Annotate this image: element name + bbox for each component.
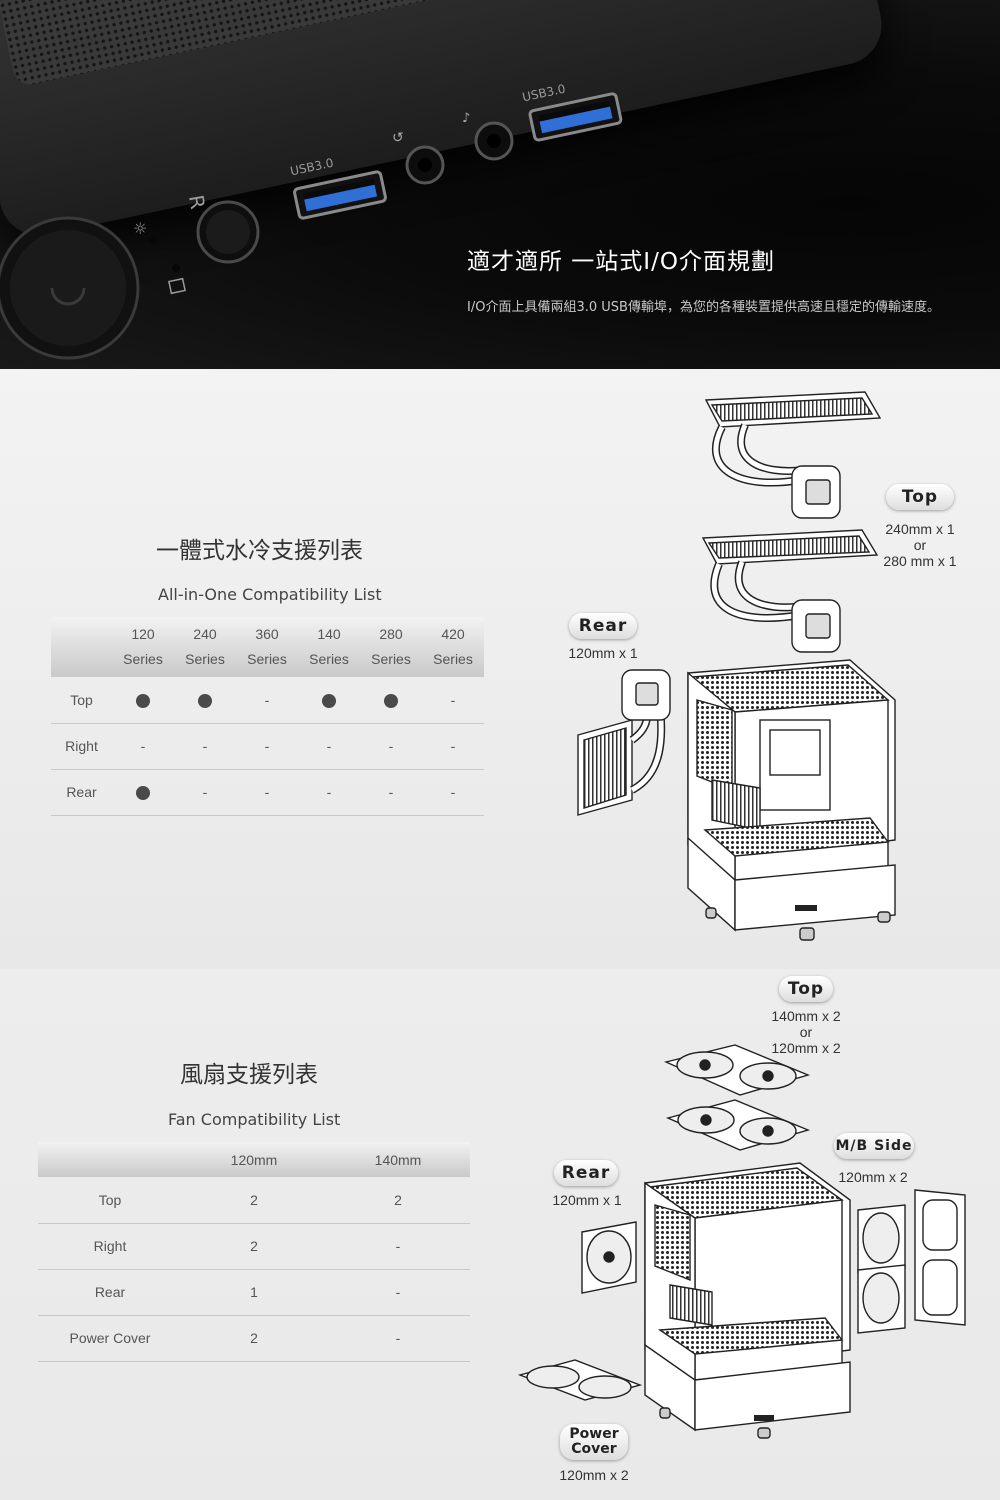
table-cell: - <box>422 723 484 770</box>
hero-banner: ☼ ↺ ♪ USB3.0 USB3.0 R <box>0 0 1000 369</box>
label-top: Top <box>886 484 954 510</box>
table-row: Right------ <box>51 723 484 770</box>
row-label: Rear <box>38 1269 182 1316</box>
supported-dot-icon <box>198 693 212 708</box>
label-rear: Rear <box>569 613 637 639</box>
label-rear: Rear <box>554 1160 618 1186</box>
row-label: Top <box>51 677 112 724</box>
reset-button-icon <box>196 200 260 264</box>
row-label: Right <box>38 1223 182 1270</box>
table-cell <box>112 769 174 816</box>
table-header-row: 120mm 140mm <box>38 1142 470 1177</box>
svg-text:↺: ↺ <box>392 130 404 146</box>
row-label: Rear <box>51 769 112 816</box>
table-cell: 2 <box>182 1223 326 1270</box>
row-label: Power Cover <box>38 1315 182 1362</box>
usb-port-icon <box>293 170 387 220</box>
table-cell: - <box>236 769 298 816</box>
table-cell <box>360 677 422 724</box>
table-cell: - <box>298 769 360 816</box>
io-panel-illustration: ☼ ↺ ♪ <box>0 92 623 360</box>
label-mb-side: M/B Side <box>834 1133 914 1159</box>
supported-dot-icon <box>136 693 150 708</box>
row-label: Right <box>51 723 112 770</box>
svg-text:♪: ♪ <box>462 111 470 126</box>
table-cell: - <box>298 723 360 770</box>
table-cell <box>298 677 360 724</box>
table-cell: 2 <box>182 1177 326 1224</box>
table-row: Rear----- <box>51 769 484 816</box>
audio-jack-icon: ↺ ♪ <box>392 111 514 185</box>
table-cell: - <box>326 1269 470 1316</box>
row-label: Top <box>38 1177 182 1224</box>
usb-port-icon <box>528 92 623 142</box>
label-power-cover-spec: 120mm x 2 <box>559 1467 629 1483</box>
table-header-cell: 140mm <box>326 1142 470 1177</box>
table-cell: - <box>326 1223 470 1270</box>
label-mb-side-spec: 120mm x 2 <box>838 1169 908 1185</box>
table-cell: - <box>174 723 236 770</box>
aio-title-zh: 一體式水冷支援列表 <box>156 538 363 564</box>
fan-title-en: Fan Compatibility List <box>168 1110 341 1129</box>
table-cell: - <box>422 769 484 816</box>
table-header-cell <box>51 617 112 677</box>
table-header-cell <box>38 1142 182 1177</box>
table-cell: 2 <box>182 1315 326 1362</box>
table-cell: - <box>422 677 484 724</box>
table-row: Top - - <box>51 677 484 724</box>
table-cell: - <box>236 723 298 770</box>
table-cell: - <box>326 1315 470 1362</box>
label-rear-spec: 120mm x 1 <box>568 645 638 661</box>
table-cell <box>112 677 174 724</box>
table-header-cell: 120mm <box>182 1142 326 1177</box>
supported-dot-icon <box>136 786 150 801</box>
table-cell: - <box>112 723 174 770</box>
table-cell: 1 <box>182 1269 326 1316</box>
supported-dot-icon <box>322 693 336 708</box>
power-button-icon <box>0 216 140 360</box>
hero-description: I/O介面上具備兩組3.0 USB傳輸埠，為您的各種裝置提供高速且穩定的傳輸速度… <box>467 300 940 315</box>
table-cell: 2 <box>326 1177 470 1224</box>
led-indicator-icon: ☼ <box>133 219 186 295</box>
label-top: Top <box>779 976 833 1002</box>
hero-title: 適才適所 一站式I/O介面規劃 <box>467 249 775 275</box>
table-cell: - <box>236 677 298 724</box>
fan-title-zh: 風扇支援列表 <box>180 1062 318 1088</box>
label-rear-spec: 120mm x 1 <box>552 1192 622 1208</box>
svg-text:☼: ☼ <box>133 219 147 238</box>
aio-title-en: All-in-One Compatibility List <box>158 585 382 604</box>
supported-dot-icon <box>384 693 398 708</box>
table-cell: - <box>360 723 422 770</box>
table-cell: - <box>174 769 236 816</box>
table-cell <box>174 677 236 724</box>
table-cell: - <box>360 769 422 816</box>
